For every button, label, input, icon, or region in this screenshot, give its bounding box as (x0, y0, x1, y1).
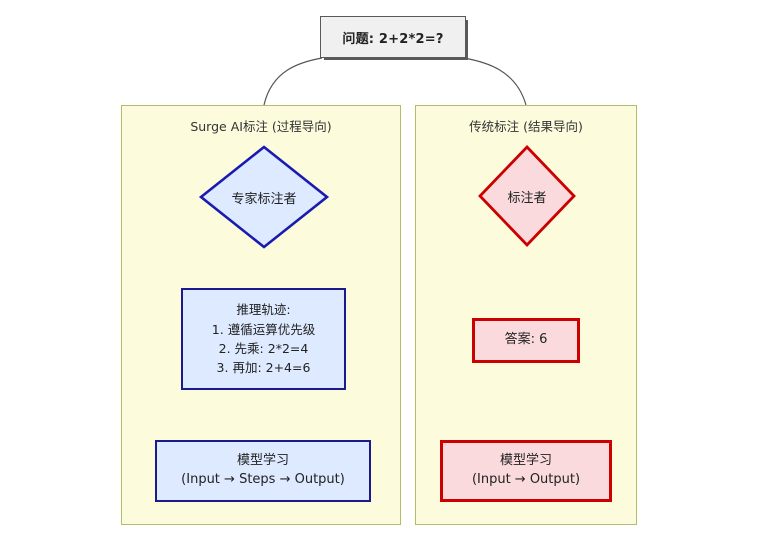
reasoning-step-1: 1. 遵循运算优先级 (211, 321, 316, 337)
node-reasoning-trace: 推理轨迹: 1. 遵循运算优先级 2. 先乘: 2*2=4 3. 再加: 2+4… (181, 288, 346, 390)
edge-question-to-right (463, 57, 527, 106)
node-model-learning-result: 模型学习 (Input → Output) (440, 440, 612, 502)
reasoning-title: 推理轨迹: (236, 302, 291, 318)
diamond-shape-red (478, 144, 576, 248)
node-annotator-label: 标注者 (507, 190, 547, 206)
reasoning-step-3: 3. 再加: 2+4=6 (216, 360, 311, 376)
reasoning-step-2: 2. 先乘: 2*2=4 (218, 341, 309, 356)
node-answer: 答案: 6 (472, 318, 580, 363)
question-label: 问题: 2+2*2=? (342, 31, 444, 47)
answer-label: 答案: 6 (504, 332, 548, 348)
model-learning-result-detail: (Input → Output) (471, 472, 581, 487)
question-box: 问题: 2+2*2=? (320, 16, 466, 58)
model-learning-process-title: 模型学习 (236, 453, 289, 469)
edge-question-to-left (263, 57, 323, 106)
diamond-shape-blue (198, 145, 330, 249)
model-learning-result-title: 模型学习 (499, 453, 552, 469)
node-expert-annotator-label: 专家标注者 (231, 191, 297, 207)
node-annotator: 标注者 (477, 144, 577, 248)
model-learning-process-detail: (Input → Steps → Output) (181, 472, 345, 487)
node-model-learning-process: 模型学习 (Input → Steps → Output) (155, 440, 371, 502)
panel-traditional-title: 传统标注 (结果导向) (469, 119, 583, 134)
node-expert-annotator: 专家标注者 (198, 144, 330, 250)
panel-surge-ai-title: Surge AI标注 (过程导向) (190, 119, 332, 134)
